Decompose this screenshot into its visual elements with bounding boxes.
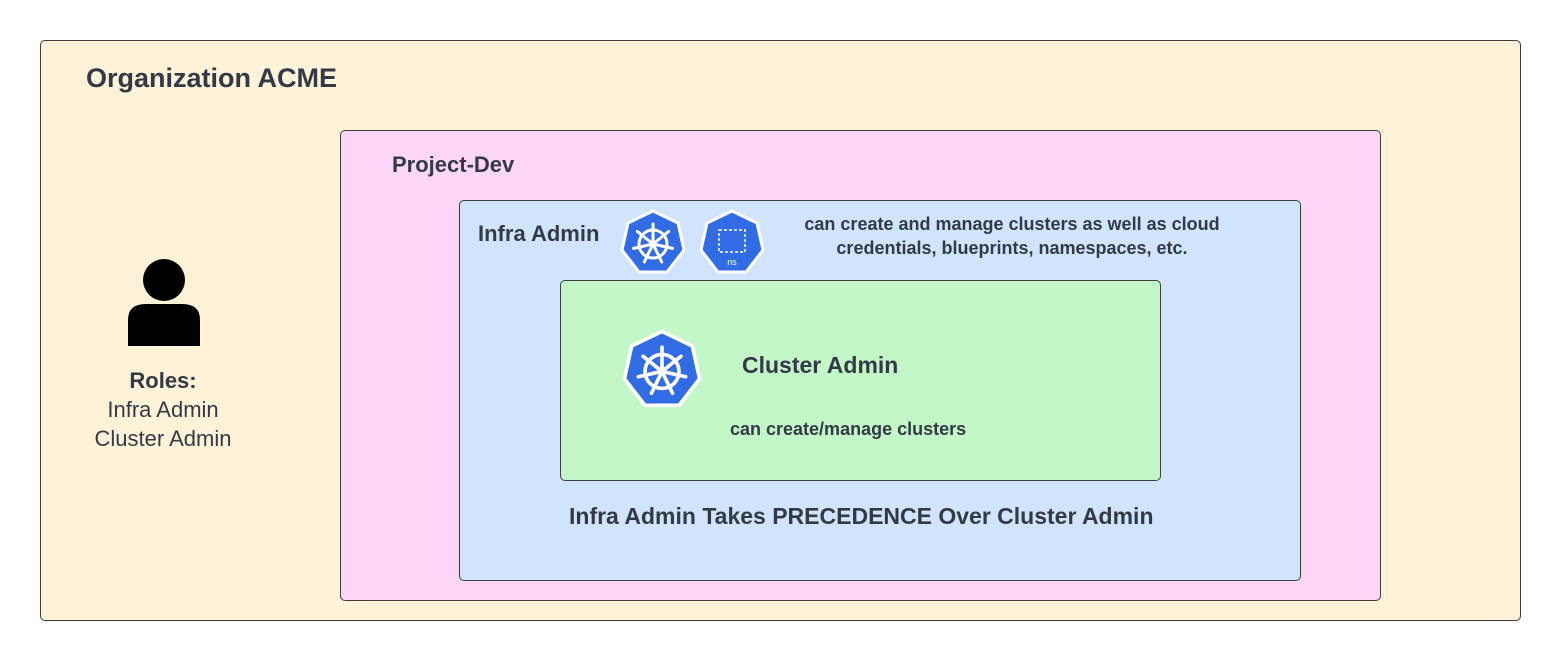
precedence-note: Infra Admin Takes PRECEDENCE Over Cluste… [569,503,1154,529]
cluster-admin-description: can create/manage clusters [730,419,967,439]
kubernetes-icon [622,329,702,408]
infra-admin-title: Infra Admin [478,221,600,246]
project-title: Project-Dev [392,152,515,177]
cluster-admin-title: Cluster Admin [742,352,899,378]
namespace-icon: ns [699,209,765,274]
user-icon [128,259,200,346]
namespace-icon-label: ns [727,257,737,267]
role-infra-admin: Infra Admin [107,397,219,422]
organization-title: Organization ACME [86,63,338,93]
user-roles: Roles: Infra Admin Cluster Admin [63,366,263,453]
roles-heading: Roles: [129,368,197,393]
kubernetes-icon [620,209,686,274]
role-cluster-admin: Cluster Admin [94,426,232,451]
infra-admin-description: can create and manage clusters as well a… [804,214,1220,258]
